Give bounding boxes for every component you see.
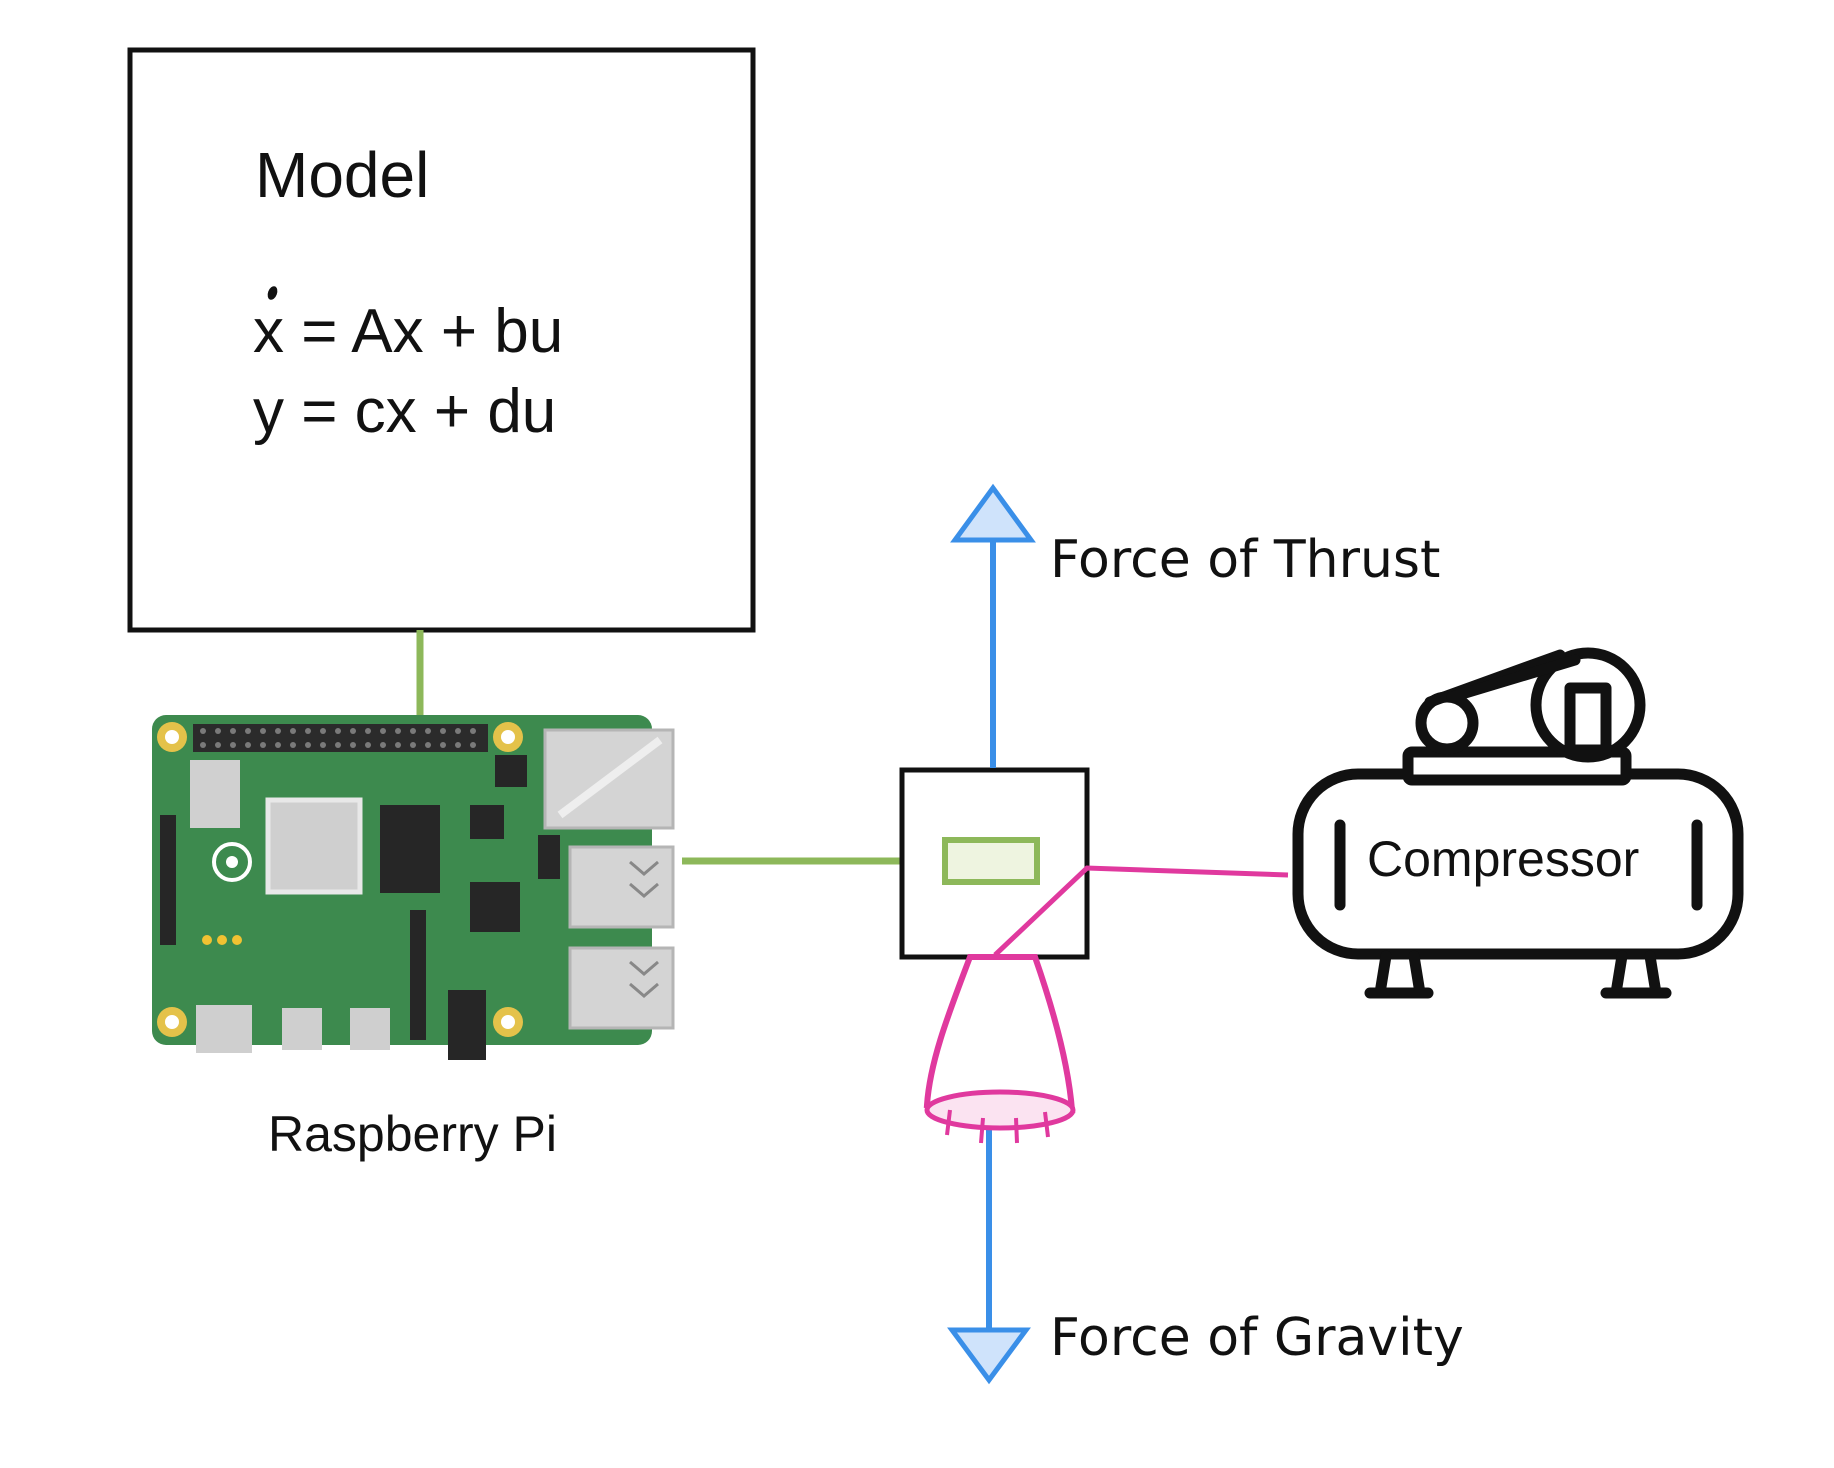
- compressor-label: Compressor: [1367, 831, 1640, 887]
- compressor-hose: [993, 865, 1289, 957]
- gravity-arrow-head-icon: [947, 1327, 1031, 1385]
- state-equation: x = Ax + bu: [253, 297, 564, 366]
- model-box: [127, 47, 756, 633]
- force-thrust-label: Force of Thrust: [1050, 530, 1441, 590]
- output-equation: y = cx + du: [253, 377, 557, 446]
- raspberry-pi-label: Raspberry Pi: [268, 1106, 557, 1162]
- thrust-arrow-head-icon: [950, 483, 1036, 543]
- compressor-icon: [1292, 647, 1744, 999]
- force-gravity-label: Force of Gravity: [1050, 1308, 1464, 1368]
- raspberry-pi-board-icon: [152, 715, 675, 1060]
- valve-element: [942, 837, 1040, 885]
- nozzle-exit: [924, 1089, 1076, 1131]
- model-title: Model: [255, 139, 430, 211]
- nozzle-icon: [923, 954, 1076, 1114]
